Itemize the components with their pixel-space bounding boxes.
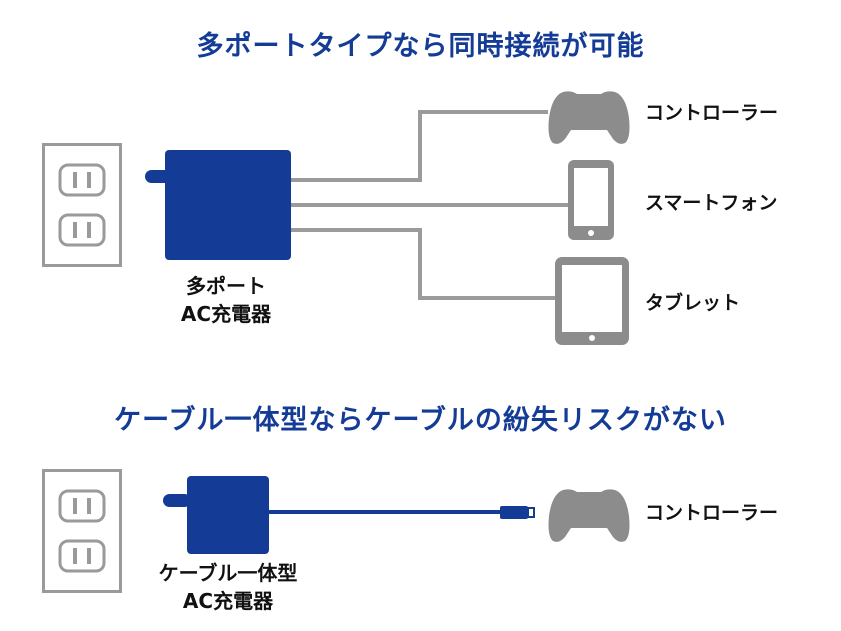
heading-integrated: ケーブル一体型ならケーブルの紛失リスクがない: [114, 405, 727, 436]
multi-port-charger-label: 多ポート AC充電器: [116, 272, 336, 328]
wall-outlet-icon: [42, 143, 122, 267]
device-label-controller: コントローラー: [645, 102, 779, 124]
multi-port-charger-label-line2: AC充電器: [180, 302, 272, 326]
integrated-charger-label-line1: ケーブル一体型: [158, 561, 298, 585]
heading-multi-port: 多ポートタイプなら同時接続が可能: [196, 31, 645, 62]
device-label-smartphone: スマートフォン: [645, 192, 778, 214]
smartphone-icon: [568, 160, 614, 240]
gamepad-icon: [548, 489, 630, 542]
gamepad-icon: [548, 91, 630, 144]
wall-outlet-icon: [42, 469, 122, 593]
integrated-charger-label-line2: AC充電器: [182, 589, 274, 613]
device-label-controller-2: コントローラー: [645, 502, 779, 524]
multi-port-charger-icon: [145, 150, 291, 260]
cable-to-tablet: [291, 228, 555, 300]
tablet-icon: [555, 257, 629, 345]
cable-connector: [500, 506, 528, 519]
integrated-charger-label: ケーブル一体型 AC充電器: [118, 559, 338, 615]
device-label-tablet: タブレット: [645, 292, 741, 314]
multi-port-charger-label-line1: 多ポート: [186, 274, 266, 298]
cable-to-controller: [291, 110, 548, 182]
integrated-cable: [269, 506, 535, 519]
cables-multi-port: [291, 110, 568, 300]
integrated-charger-icon: [163, 476, 269, 554]
